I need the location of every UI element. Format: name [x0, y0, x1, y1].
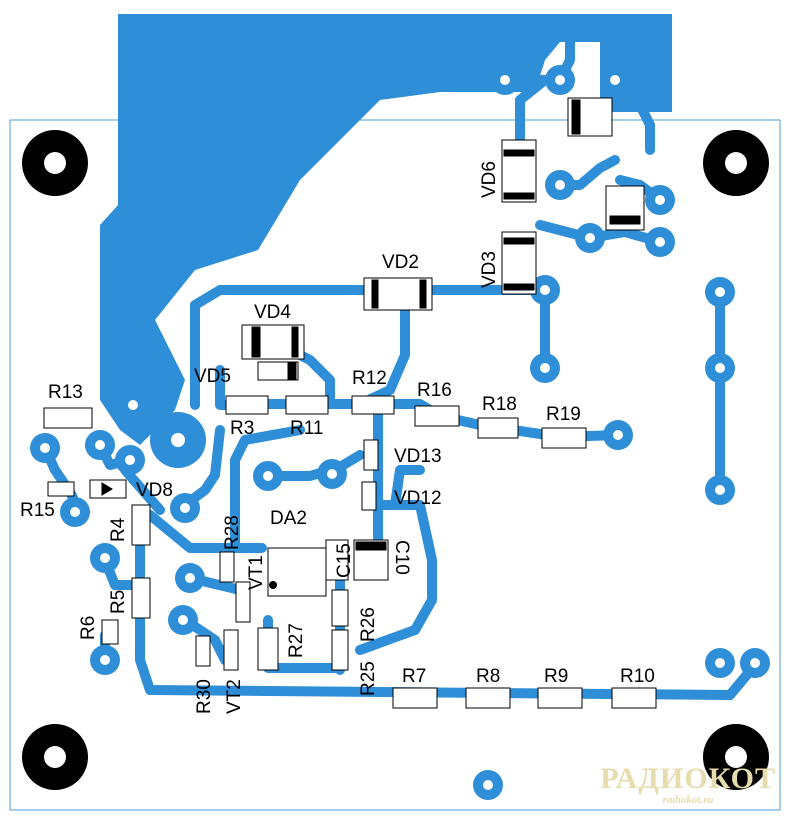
- label-vt1: VT1: [246, 555, 267, 590]
- label-r26: R26: [358, 607, 379, 642]
- label-vd6: VD6: [479, 161, 500, 198]
- label-r6: R6: [78, 616, 99, 640]
- label-r25: R25: [358, 661, 379, 696]
- label-vt2: VT2: [224, 679, 245, 714]
- watermark-logo: РАДИОКОТ: [600, 762, 776, 795]
- label-r10: R10: [620, 666, 655, 687]
- watermark-site: radiokot.ru: [662, 794, 714, 806]
- copper-pour: [100, 14, 672, 445]
- label-vd12: VD12: [394, 488, 442, 509]
- mounting-holes: [22, 130, 769, 790]
- label-r7: R7: [402, 666, 426, 687]
- board-outline: [9, 119, 781, 811]
- label-r12: R12: [352, 368, 387, 389]
- label-r19: R19: [546, 404, 581, 425]
- label-r9: R9: [544, 666, 568, 687]
- radiokot-watermark: РАДИОКОТ radiokot.ru: [600, 762, 776, 807]
- label-r11: R11: [290, 418, 323, 439]
- label-r4: R4: [108, 517, 129, 542]
- label-c10: C10: [391, 540, 412, 575]
- silkscreen-labels: VD2 VD3 VD6 VD4 VD5 R12 R16 R18 R19 R13 …: [20, 161, 655, 714]
- label-r8: R8: [476, 666, 500, 687]
- label-vd5: VD5: [194, 366, 231, 387]
- label-vd13: VD13: [394, 446, 442, 467]
- label-r27: R27: [286, 623, 307, 658]
- label-r5: R5: [108, 590, 129, 614]
- label-da2: DA2: [270, 508, 307, 529]
- label-vd4: VD4: [254, 302, 291, 323]
- label-vd2: VD2: [382, 252, 419, 273]
- label-vd3: VD3: [479, 251, 500, 288]
- label-r3: R3: [230, 418, 254, 439]
- label-r30: R30: [194, 679, 215, 714]
- smd-components: [43, 97, 657, 709]
- label-r18: R18: [482, 394, 517, 415]
- label-r13: R13: [48, 382, 83, 403]
- label-r28: R28: [222, 515, 243, 550]
- label-c15: C15: [334, 543, 355, 578]
- label-r16: R16: [417, 380, 452, 401]
- label-vd8: VD8: [136, 480, 173, 501]
- label-r15: R15: [20, 500, 55, 521]
